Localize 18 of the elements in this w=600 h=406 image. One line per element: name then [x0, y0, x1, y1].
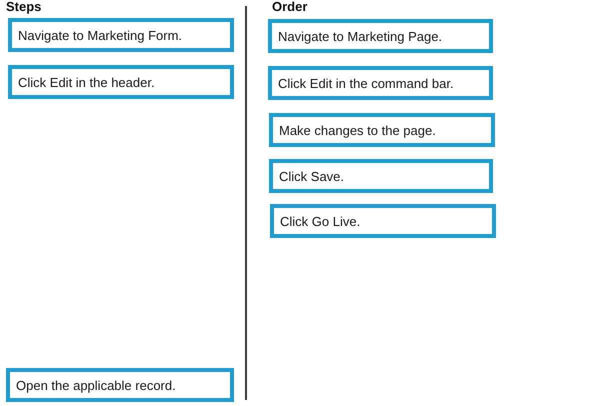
step-text: Click Save. — [279, 168, 344, 185]
step-text: Click Edit in the command bar. — [278, 75, 454, 92]
step-box — [8, 18, 234, 52]
step-box — [268, 66, 493, 100]
step-text: Navigate to Marketing Form. — [18, 27, 182, 44]
column-heading: Steps — [6, 0, 42, 14]
step-box — [268, 19, 493, 53]
step-box — [269, 159, 493, 193]
step-text: Click Edit in the header. — [18, 74, 155, 91]
step-box — [6, 368, 234, 402]
step-box — [8, 65, 234, 99]
step-text: Navigate to Marketing Page. — [278, 28, 442, 45]
step-text: Open the applicable record. — [16, 377, 176, 394]
step-text: Click Go Live. — [280, 213, 360, 230]
step-text: Make changes to the page. — [279, 122, 436, 139]
column-heading: Order — [272, 0, 308, 14]
step-box — [269, 113, 495, 147]
step-box — [270, 204, 496, 238]
